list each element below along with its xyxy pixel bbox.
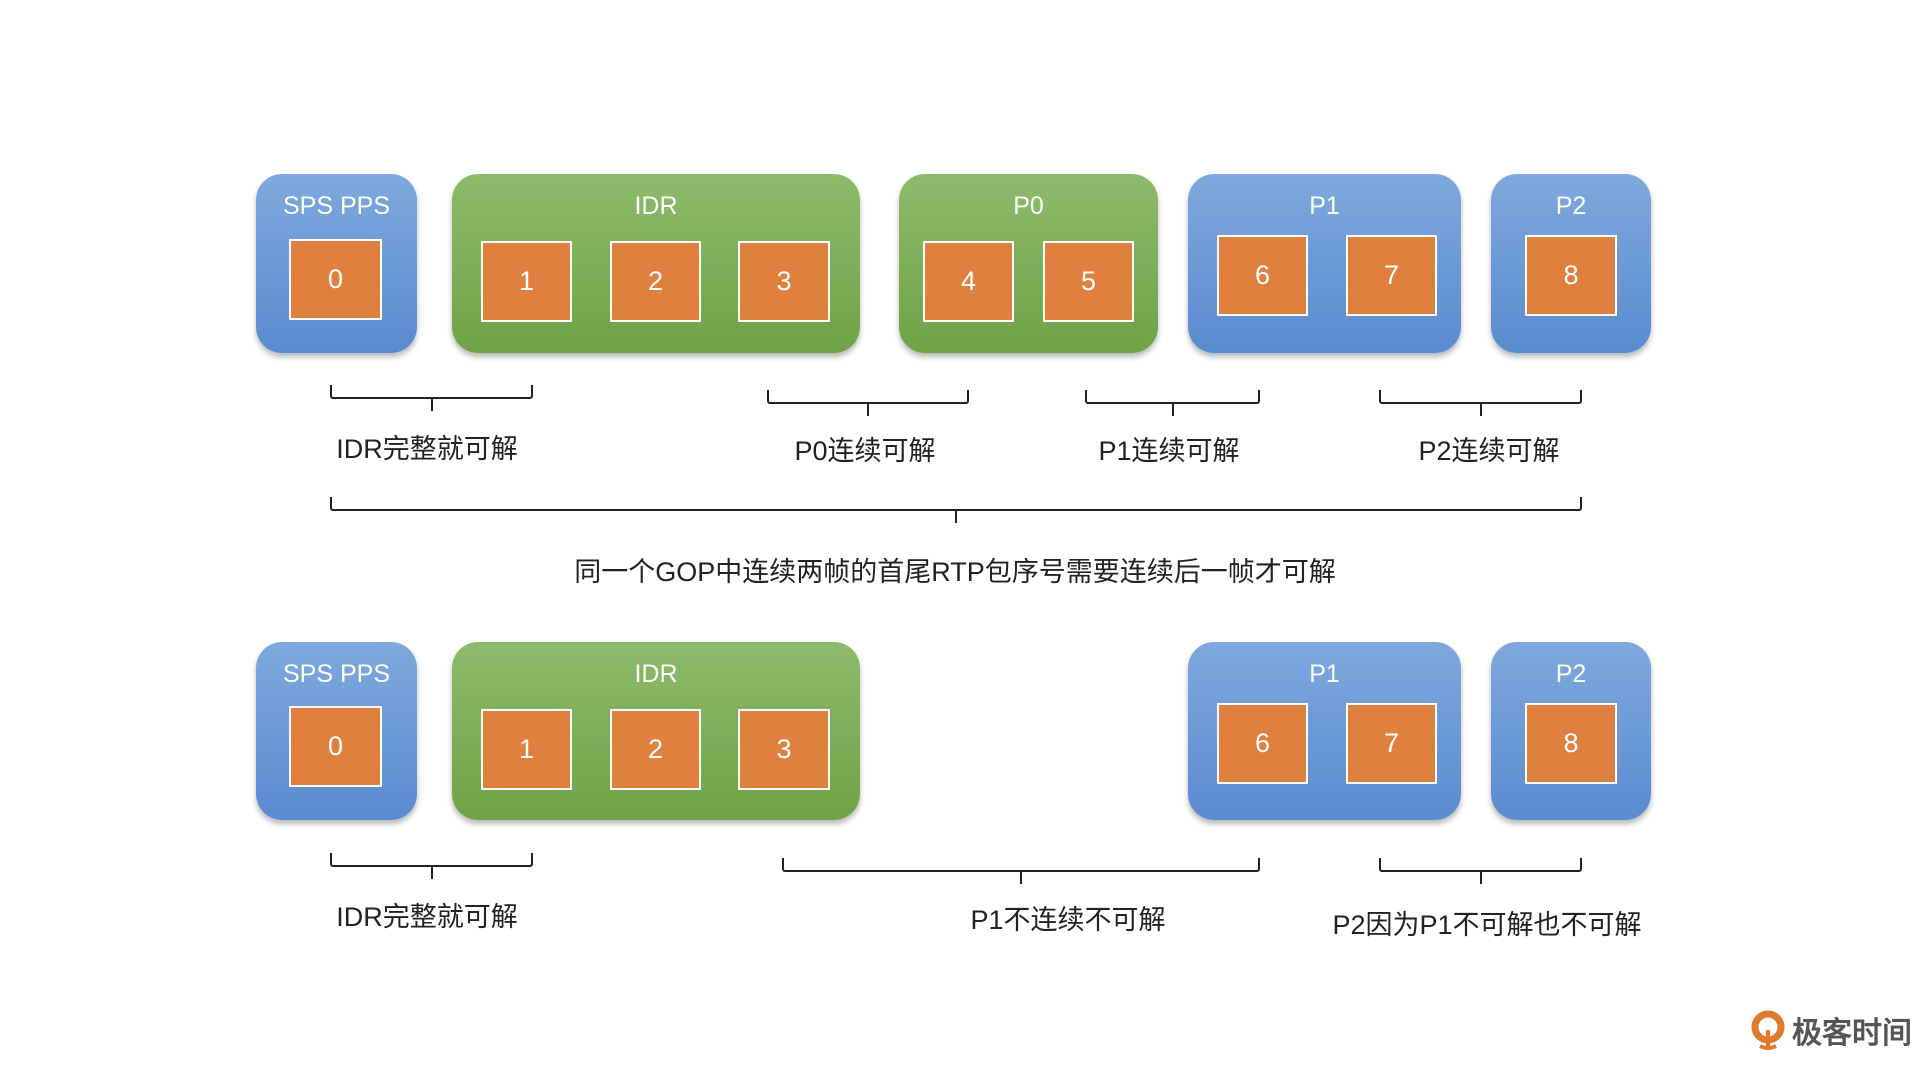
- summary-text: 同一个GOP中连续两帧的首尾RTP包序号需要连续后一帧才可解: [574, 557, 1336, 587]
- packet: 7: [1346, 235, 1437, 316]
- packet: 1: [481, 241, 572, 322]
- packet: 8: [1525, 703, 1617, 784]
- packet: 3: [738, 709, 830, 790]
- packet: 6: [1217, 703, 1308, 784]
- label-idr-decodable: IDR完整就可解: [336, 434, 518, 464]
- geektime-logo-icon: [1751, 1010, 1785, 1050]
- logo: 极客时间: [1750, 1008, 1912, 1052]
- packet: 8: [1525, 235, 1617, 316]
- packet: 6: [1217, 235, 1308, 316]
- packet: 2: [610, 241, 701, 322]
- packet: 5: [1043, 241, 1134, 322]
- label-p2-not-decodable: P2因为P1不可解也不可解: [1332, 910, 1642, 940]
- group-title: P1: [1309, 660, 1340, 688]
- bracket: [1379, 858, 1582, 884]
- group-p1: P1 6 7: [1188, 174, 1461, 353]
- bracket-summary: [330, 497, 1582, 523]
- logo-text: 极客时间: [1792, 1017, 1912, 1050]
- group-title: P0: [1013, 192, 1044, 220]
- bracket: [1085, 390, 1260, 416]
- label-p2-decodable: P2连续可解: [1418, 436, 1560, 466]
- bracket: [330, 853, 533, 879]
- bracket: [330, 385, 533, 411]
- packet: 4: [923, 241, 1014, 322]
- packet: 1: [481, 709, 572, 790]
- packet: 3: [738, 241, 830, 322]
- bracket: [782, 858, 1260, 884]
- bracket: [767, 390, 969, 416]
- group-title: IDR: [634, 192, 678, 220]
- packet: 0: [289, 706, 382, 787]
- packet: 0: [289, 239, 382, 320]
- group-title: P2: [1555, 660, 1587, 688]
- bracket: [1379, 390, 1582, 416]
- group-sps-pps: SPS PPS 0: [256, 642, 417, 820]
- group-title: P2: [1555, 192, 1587, 220]
- label-p1-decodable: P1连续可解: [1098, 436, 1240, 466]
- group-p2: P2 8: [1491, 642, 1651, 820]
- group-sps-pps: SPS PPS 0: [256, 174, 417, 353]
- group-title: P1: [1309, 192, 1340, 220]
- group-idr: IDR 1 2 3: [452, 642, 860, 820]
- group-title: SPS PPS: [283, 660, 390, 688]
- group-title: IDR: [634, 660, 678, 688]
- packet: 2: [610, 709, 701, 790]
- group-p1: P1 6 7: [1188, 642, 1461, 820]
- label-p0-decodable: P0连续可解: [794, 436, 936, 466]
- label-p1-not-decodable: P1不连续不可解: [970, 905, 1166, 935]
- group-p2: P2 8: [1491, 174, 1651, 353]
- group-title: SPS PPS: [283, 192, 390, 220]
- group-idr: IDR 1 2 3: [452, 174, 860, 353]
- label-idr-decodable: IDR完整就可解: [336, 902, 518, 932]
- group-p0: P0 4 5: [899, 174, 1158, 353]
- packet: 7: [1346, 703, 1437, 784]
